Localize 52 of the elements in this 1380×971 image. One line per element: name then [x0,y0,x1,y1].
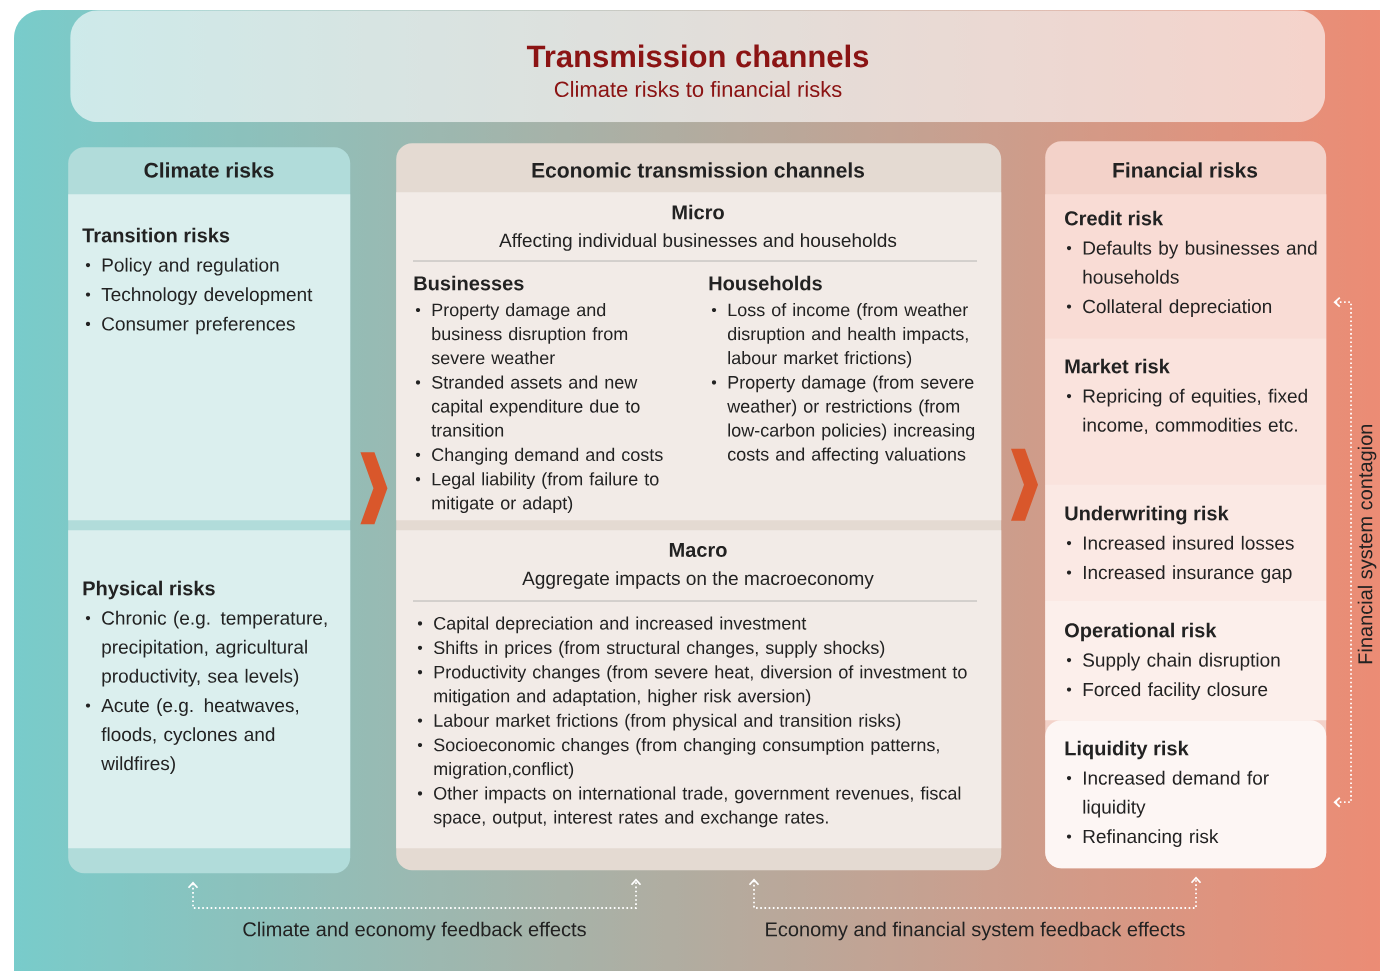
chevron-arrow [360,452,388,525]
heading: Underwriting risk [1065,505,1229,525]
bullet-item: Increased insurance gap [1066,565,1292,583]
subheading: Aggregate impacts on the macroeconomy [522,571,874,589]
bullet-item: Stranded assets and new capital expenditure due to transition [415,375,640,437]
heading: Credit risk [1065,210,1164,226]
heading: Operational risk [1065,622,1217,642]
edge-label: Financial system contagion [1357,424,1377,664]
column-heading: Climate risks [144,162,274,178]
bullet-item: Legal liability (from failure to mitigate or adapt) [415,472,659,514]
heading: Physical risks [83,580,215,600]
bullet-item: Consumer preferences [85,316,295,335]
column-heading: Economic transmission channels [532,162,864,178]
bullet-item: Refinancing risk [1066,829,1219,847]
dotted-arrow [1333,296,1352,808]
edge-label: Climate and economy feedback effects [243,921,586,941]
subtitle: Climate risks to financial risks [554,80,842,98]
bullet-item: Other impacts on international trade, government revenues, fiscal space, output, interest rates and exchange rates. [417,786,961,828]
dotted-arrow [748,876,1202,909]
column-heading: Financial risks [1113,162,1258,178]
title: Transmission channels [526,44,869,68]
bullet-item: Repricing of equities, fixed income, commodities etc. [1066,388,1307,435]
bullet-item: Labour market frictions (from physical and transition risks) [417,713,901,731]
bullet-item: Property damage and business disruption from severe weather [415,303,628,365]
bullet-item: Policy and regulation [85,257,279,276]
bullet-item: Chronic (e.g. temperature, precipitation, agricultural productivity, sea levels) [85,610,327,687]
bullet-item: Collateral depreciation [1066,299,1272,317]
heading: Transition risks [82,227,230,243]
edge-label: Economy and financial system feedback effects [766,921,1185,941]
bullet-item: Productivity changes (from severe heat, diversion of investment to mitigation and adaptation, higher risk aversion) [417,665,967,707]
heading: Households [709,275,822,291]
bullet-item: Technology development [85,287,313,305]
subheading: Affecting individual businesses and households [499,233,897,251]
heading: Market risk [1065,358,1170,374]
dotted-arrow [187,878,642,909]
bullet-item: Shifts in prices (from structural changes, supply shocks) [417,640,885,658]
heading: Micro [672,204,724,220]
bullet-item: Capital depreciation and increased investment [417,616,807,634]
chevron-arrow [1011,448,1038,521]
bullet-item: Changing demand and costs [415,447,663,465]
bullet-item: Acute (e.g. heatwaves, floods, cyclones and wildfires) [85,698,299,774]
heading: Businesses [414,275,524,291]
bullet-item: Forced facility closure [1066,682,1268,700]
heading: Macro [669,543,727,557]
bullet-item: Increased demand for liquidity [1066,770,1269,818]
bullet-item: Socioeconomic changes (from changing consumption patterns, migration,conflict) [417,738,939,779]
bullet-item: Loss of income (from weather disruption and health impacts, labour market frictions) [711,303,968,368]
bullet-item: Defaults by businesses and households [1066,240,1317,284]
bullet-item: Property damage (from severe weather) or restrictions (from low-carbon policies) increasing costs and affecting valuations [711,375,975,465]
bullet-item: Supply chain disruption [1066,652,1280,671]
bullet-item: Increased insured losses [1066,535,1294,550]
heading: Liquidity risk [1065,740,1189,760]
